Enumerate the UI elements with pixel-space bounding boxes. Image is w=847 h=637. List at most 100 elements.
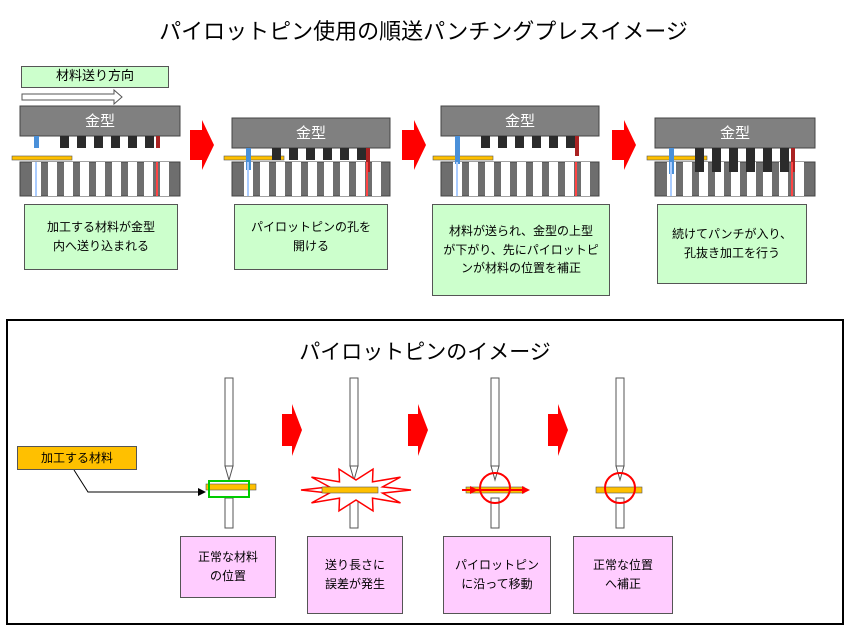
material-piece bbox=[321, 486, 379, 494]
punch bbox=[729, 148, 738, 172]
pilot-hole-punch bbox=[575, 136, 579, 156]
pilot-pin bbox=[246, 148, 251, 170]
die-post bbox=[490, 497, 500, 529]
die-slot bbox=[96, 162, 105, 196]
material-piece bbox=[595, 486, 643, 494]
punch bbox=[780, 148, 789, 172]
upper-die bbox=[231, 117, 391, 149]
material-strip bbox=[223, 155, 285, 161]
stage-caption-4: 続けてパンチが入り、 孔抜き加工を行う bbox=[657, 204, 807, 284]
punch bbox=[77, 136, 86, 148]
feed-direction-arrow bbox=[21, 88, 123, 106]
pilot-hole-punch bbox=[791, 148, 795, 172]
die-slot bbox=[469, 162, 478, 196]
punch bbox=[272, 148, 281, 160]
punch bbox=[357, 148, 366, 160]
press-stage-2 bbox=[223, 117, 391, 197]
pilot-pin bbox=[669, 148, 674, 174]
normal-position-box bbox=[208, 480, 250, 498]
pilot-pin-body bbox=[224, 377, 234, 467]
die-slot bbox=[549, 162, 558, 196]
pilot-pin-body bbox=[349, 377, 359, 467]
punch bbox=[498, 136, 507, 148]
pin-caption-1: 正常な材料 の位置 bbox=[180, 536, 276, 598]
die-slot bbox=[683, 162, 692, 196]
pilot-guide-line bbox=[456, 162, 458, 196]
die-slot bbox=[356, 162, 365, 196]
die-slot bbox=[80, 162, 89, 196]
die-slot bbox=[112, 162, 121, 196]
feed-direction-label: 材料送り方向 bbox=[21, 66, 169, 88]
die-slot bbox=[276, 162, 285, 196]
punch bbox=[566, 136, 575, 148]
die-slot bbox=[699, 162, 708, 196]
press-stage-3 bbox=[432, 105, 600, 197]
pilot-pin-tip bbox=[349, 465, 359, 482]
pin-arrow-3 bbox=[548, 404, 568, 456]
die-label-3: 金型 bbox=[504, 112, 535, 130]
die-slot bbox=[485, 162, 494, 196]
die-slot bbox=[565, 162, 574, 196]
die-label-1: 金型 bbox=[84, 112, 115, 130]
die-slot bbox=[260, 162, 269, 196]
die-slot bbox=[340, 162, 349, 196]
die-slot bbox=[533, 162, 542, 196]
punch bbox=[763, 148, 772, 172]
section-subtitle: パイロットピンのイメージ bbox=[299, 340, 551, 364]
pilot-pin bbox=[455, 136, 460, 164]
hole-guide-line bbox=[366, 162, 368, 196]
die-slot bbox=[64, 162, 73, 196]
punch bbox=[746, 148, 755, 172]
die-post bbox=[224, 497, 234, 529]
upper-die bbox=[654, 117, 816, 149]
die-slot bbox=[128, 162, 137, 196]
pilot-guide-line bbox=[670, 162, 672, 196]
punch bbox=[323, 148, 332, 160]
die-slot bbox=[517, 162, 526, 196]
punch bbox=[128, 136, 137, 148]
punch bbox=[712, 148, 721, 172]
die-slot bbox=[581, 162, 590, 196]
punch bbox=[340, 148, 349, 160]
pilot-pin-diagram-1 bbox=[205, 377, 257, 529]
die-label-2: 金型 bbox=[295, 124, 326, 142]
pilot-image-frame bbox=[6, 319, 844, 625]
die-slot bbox=[324, 162, 333, 196]
punch bbox=[515, 136, 524, 148]
die-slot bbox=[779, 162, 788, 196]
die-slot bbox=[308, 162, 317, 196]
die-slot bbox=[763, 162, 772, 196]
stage-caption-1: 加工する材料が金型 内へ送り込まれる bbox=[24, 204, 178, 270]
die-slot bbox=[501, 162, 510, 196]
correction-circle bbox=[479, 472, 511, 504]
press-stage-4 bbox=[646, 117, 816, 197]
stage-caption-2: パイロットピンの孔を 開ける bbox=[234, 204, 388, 270]
die-slot bbox=[292, 162, 301, 196]
die-slot bbox=[795, 162, 804, 196]
material-label: 加工する材料 bbox=[17, 446, 137, 470]
pin-caption-2: 送り長さに 誤差が発生 bbox=[307, 536, 403, 614]
punch bbox=[60, 136, 69, 148]
material-piece bbox=[205, 483, 257, 491]
die-slot bbox=[731, 162, 740, 196]
pilot-guide-line bbox=[247, 162, 249, 196]
die-post bbox=[615, 497, 625, 529]
pilot-pin-diagram-3 bbox=[462, 377, 530, 529]
hole-guide-line bbox=[791, 162, 793, 196]
punch bbox=[695, 148, 704, 172]
material-strip bbox=[646, 155, 708, 161]
movement-arrow-head bbox=[522, 486, 530, 494]
material-callout-arrow bbox=[73, 469, 206, 496]
stage-caption-3: 材料が送られ、金型の上型 が下がり、先にパイロットピ ンが材料の位置を補正 bbox=[432, 204, 610, 296]
die-slot bbox=[715, 162, 724, 196]
hole-guide-line bbox=[575, 162, 577, 196]
pilot-hole-punch bbox=[366, 148, 370, 172]
pilot-pin-diagram-2 bbox=[300, 377, 412, 529]
punch bbox=[145, 136, 154, 148]
pilot-pin-diagram-4 bbox=[595, 377, 643, 529]
hole-guide-line bbox=[156, 162, 158, 196]
movement-arrow-head bbox=[470, 486, 478, 494]
correction-circle bbox=[604, 472, 636, 504]
pin-arrow-1 bbox=[282, 404, 302, 456]
